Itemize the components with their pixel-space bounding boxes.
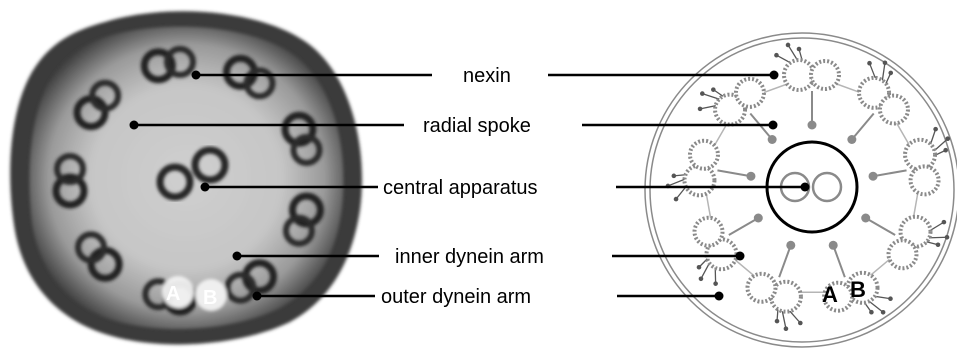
leader-dot: [233, 252, 242, 261]
dynein-head: [697, 265, 702, 270]
dynein-head: [775, 319, 780, 324]
schematic-doublet: [905, 127, 950, 195]
spoke-head: [847, 135, 856, 144]
radial-spoke: [779, 245, 791, 277]
leader-dot: [715, 292, 724, 301]
dynein-head: [699, 276, 704, 281]
tubule-b: [736, 79, 764, 107]
dynein-head: [784, 326, 789, 331]
dynein-head: [869, 310, 874, 315]
leader-dot: [192, 71, 201, 80]
leader-dot: [736, 252, 745, 261]
spoke-head: [808, 121, 817, 130]
dynein-head: [798, 321, 803, 326]
schematic-doublet: [666, 141, 718, 202]
radial-spoke: [833, 245, 845, 277]
dynein-head: [797, 47, 802, 52]
schematic-central-tubule-right: [813, 173, 841, 201]
dynein-head: [943, 148, 948, 153]
tubule-b: [811, 61, 839, 89]
schematic-doublet: [695, 218, 737, 286]
tubule-a: [784, 60, 814, 90]
leader-dot: [253, 292, 262, 301]
spoke-head: [869, 172, 878, 181]
dynein-head: [942, 220, 947, 225]
dynein-head: [888, 71, 893, 76]
schematic-tubule-a-label: A: [822, 282, 838, 307]
tubule-b: [747, 274, 775, 302]
leader-dot: [770, 71, 779, 80]
tubule-b: [911, 166, 939, 194]
radial-spoke: [729, 218, 758, 235]
schematic-radial-spokes: [717, 91, 906, 277]
leader-dot: [130, 121, 139, 130]
dynein-head: [881, 310, 886, 315]
radial-spoke: [873, 170, 906, 176]
dynein-head: [888, 296, 893, 301]
spoke-head: [829, 241, 838, 250]
schematic: A B: [645, 33, 957, 347]
tubule-b: [880, 96, 908, 124]
leader-dot: [201, 183, 210, 192]
micrograph: A B: [10, 11, 362, 344]
schematic-doublet: [859, 60, 908, 123]
label-text: central apparatus: [383, 177, 538, 199]
leader-dot: [769, 121, 778, 130]
radial-spoke: [852, 113, 874, 139]
dynein-head: [774, 53, 779, 58]
label-text: outer dynein arm: [381, 286, 531, 308]
schematic-doublet: [747, 274, 802, 331]
dynein-head: [698, 107, 703, 112]
dynein-head: [883, 60, 888, 65]
dynein-head: [933, 127, 938, 132]
dynein-head: [672, 174, 677, 179]
radial-spoke: [717, 170, 750, 176]
spoke-head: [768, 135, 777, 144]
dynein-head: [700, 91, 705, 96]
radial-spoke: [866, 218, 895, 235]
spoke-head: [746, 172, 755, 181]
dynein-head: [945, 235, 950, 240]
schematic-tubule-b-label: B: [850, 277, 866, 302]
leader-dot: [801, 183, 810, 192]
dynein-head: [713, 281, 718, 286]
label-text: nexin: [463, 65, 511, 87]
spoke-head: [786, 241, 795, 250]
schematic-doublet: [888, 217, 949, 269]
dynein-head: [674, 197, 679, 202]
dynein-head: [711, 87, 716, 92]
spoke-head: [754, 214, 763, 223]
dynein-head: [945, 136, 950, 141]
micrograph-tubule-b-label: B: [203, 287, 217, 309]
dynein-head: [786, 43, 791, 48]
micrograph-tubule-a-label: A: [166, 283, 180, 305]
label-text: inner dynein arm: [395, 246, 544, 268]
schematic-doublet: [774, 43, 839, 90]
label-text: radial spoke: [423, 115, 531, 137]
tubule-b: [888, 240, 916, 268]
dynein-head: [936, 242, 941, 247]
tubule-b: [690, 141, 718, 169]
spoke-head: [861, 214, 870, 223]
tubule-b: [695, 218, 723, 246]
dynein-head: [867, 61, 872, 66]
